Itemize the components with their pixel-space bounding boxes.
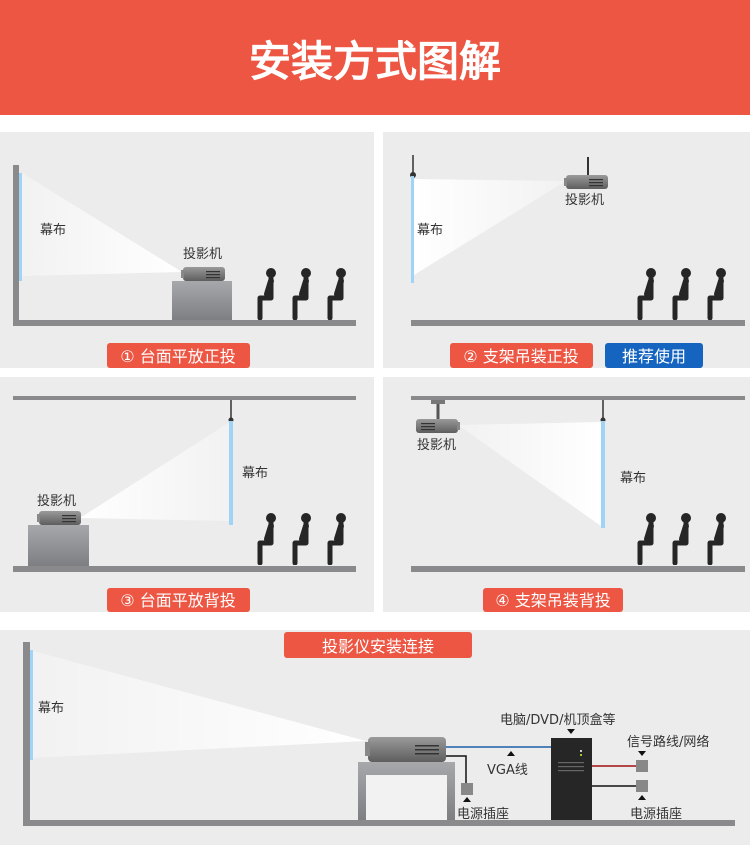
light-beam [33, 651, 366, 758]
projector-label: 投影机 [417, 437, 456, 453]
panel-ceiling-rear: 幕布 投影机 ④ 支架吊装背投 [383, 377, 750, 612]
table [172, 281, 232, 320]
screen [601, 421, 605, 528]
arrow-up-icon [507, 751, 515, 756]
arrow-up-icon [638, 795, 646, 800]
light-beam [22, 173, 182, 276]
signal-label: 信号路线/网络 [627, 734, 709, 750]
floor [23, 820, 735, 826]
caption: ② 支架吊装正投 [463, 347, 578, 366]
caption-badge [107, 343, 250, 368]
power-outlet-icon [461, 783, 473, 795]
arrow-up-icon [463, 797, 471, 802]
projector-icon [365, 737, 446, 762]
screen-label: 幕布 [40, 223, 66, 238]
light-beam [414, 179, 566, 275]
caption-badge [450, 343, 593, 368]
screen [19, 173, 22, 281]
page-title: 安装方式图解 [249, 37, 501, 86]
projector-label: 投影机 [183, 246, 222, 262]
screen [30, 650, 33, 760]
caption-badge [284, 632, 472, 658]
power-outlet-icon [636, 780, 648, 792]
vga-label: VGA线 [487, 763, 528, 778]
floor [411, 320, 745, 326]
projector-label: 投影机 [565, 192, 604, 208]
caption-badge [107, 588, 250, 612]
arrow-down-icon [567, 729, 575, 734]
projector-icon [416, 419, 460, 433]
floor [411, 566, 745, 572]
wall [13, 165, 19, 325]
screen-label: 幕布 [242, 466, 268, 481]
screen-label: 幕布 [417, 223, 443, 238]
network-socket-icon [636, 760, 648, 772]
ceiling [13, 396, 356, 400]
caption: ③ 台面平放背投 [120, 591, 235, 610]
caption: ④ 支架吊装背投 [495, 591, 610, 610]
screen [411, 176, 414, 283]
screen-label: 幕布 [620, 471, 646, 486]
wall [23, 642, 30, 826]
panel-desktop-rear: 幕布 投影机 ③ 台面平放背投 [0, 377, 374, 612]
recommend-badge [605, 343, 703, 368]
computer-label: 电脑/DVD/机顶盒等 [500, 712, 615, 728]
projector-icon [564, 175, 608, 189]
computer-tower-icon [551, 738, 592, 820]
panel-ceiling-front: 幕布 投影机 ② 支架吊装正投 推荐使用 [383, 132, 750, 368]
outlet-label: 电源插座 [630, 807, 682, 822]
floor [13, 320, 356, 326]
screen-label: 幕布 [38, 701, 64, 716]
recommend-label: 推荐使用 [622, 347, 686, 366]
projector-icon [181, 267, 225, 281]
table [28, 525, 89, 566]
caption: ① 台面平放正投 [120, 347, 235, 366]
header-banner [0, 0, 750, 115]
light-beam [458, 422, 601, 526]
light-beam [80, 422, 230, 521]
caption-badge [483, 588, 623, 612]
caption: 投影仪安装连接 [322, 637, 434, 656]
power-cable [446, 755, 467, 783]
panel-connection: 投影仪安装连接 电源插座 VGA线 电脑/DVD/机顶盒等 信号路线/网络 电源… [0, 630, 750, 845]
ceiling [411, 396, 745, 400]
arrow-down-icon [638, 751, 646, 756]
screen [229, 421, 233, 525]
floor [13, 566, 356, 572]
projector-label: 投影机 [37, 493, 76, 509]
projector-icon [37, 511, 81, 525]
outlet-label: 电源插座 [457, 807, 509, 822]
panel-desktop-front: 幕布 投影机 ① 台面平放正投 [0, 132, 374, 368]
